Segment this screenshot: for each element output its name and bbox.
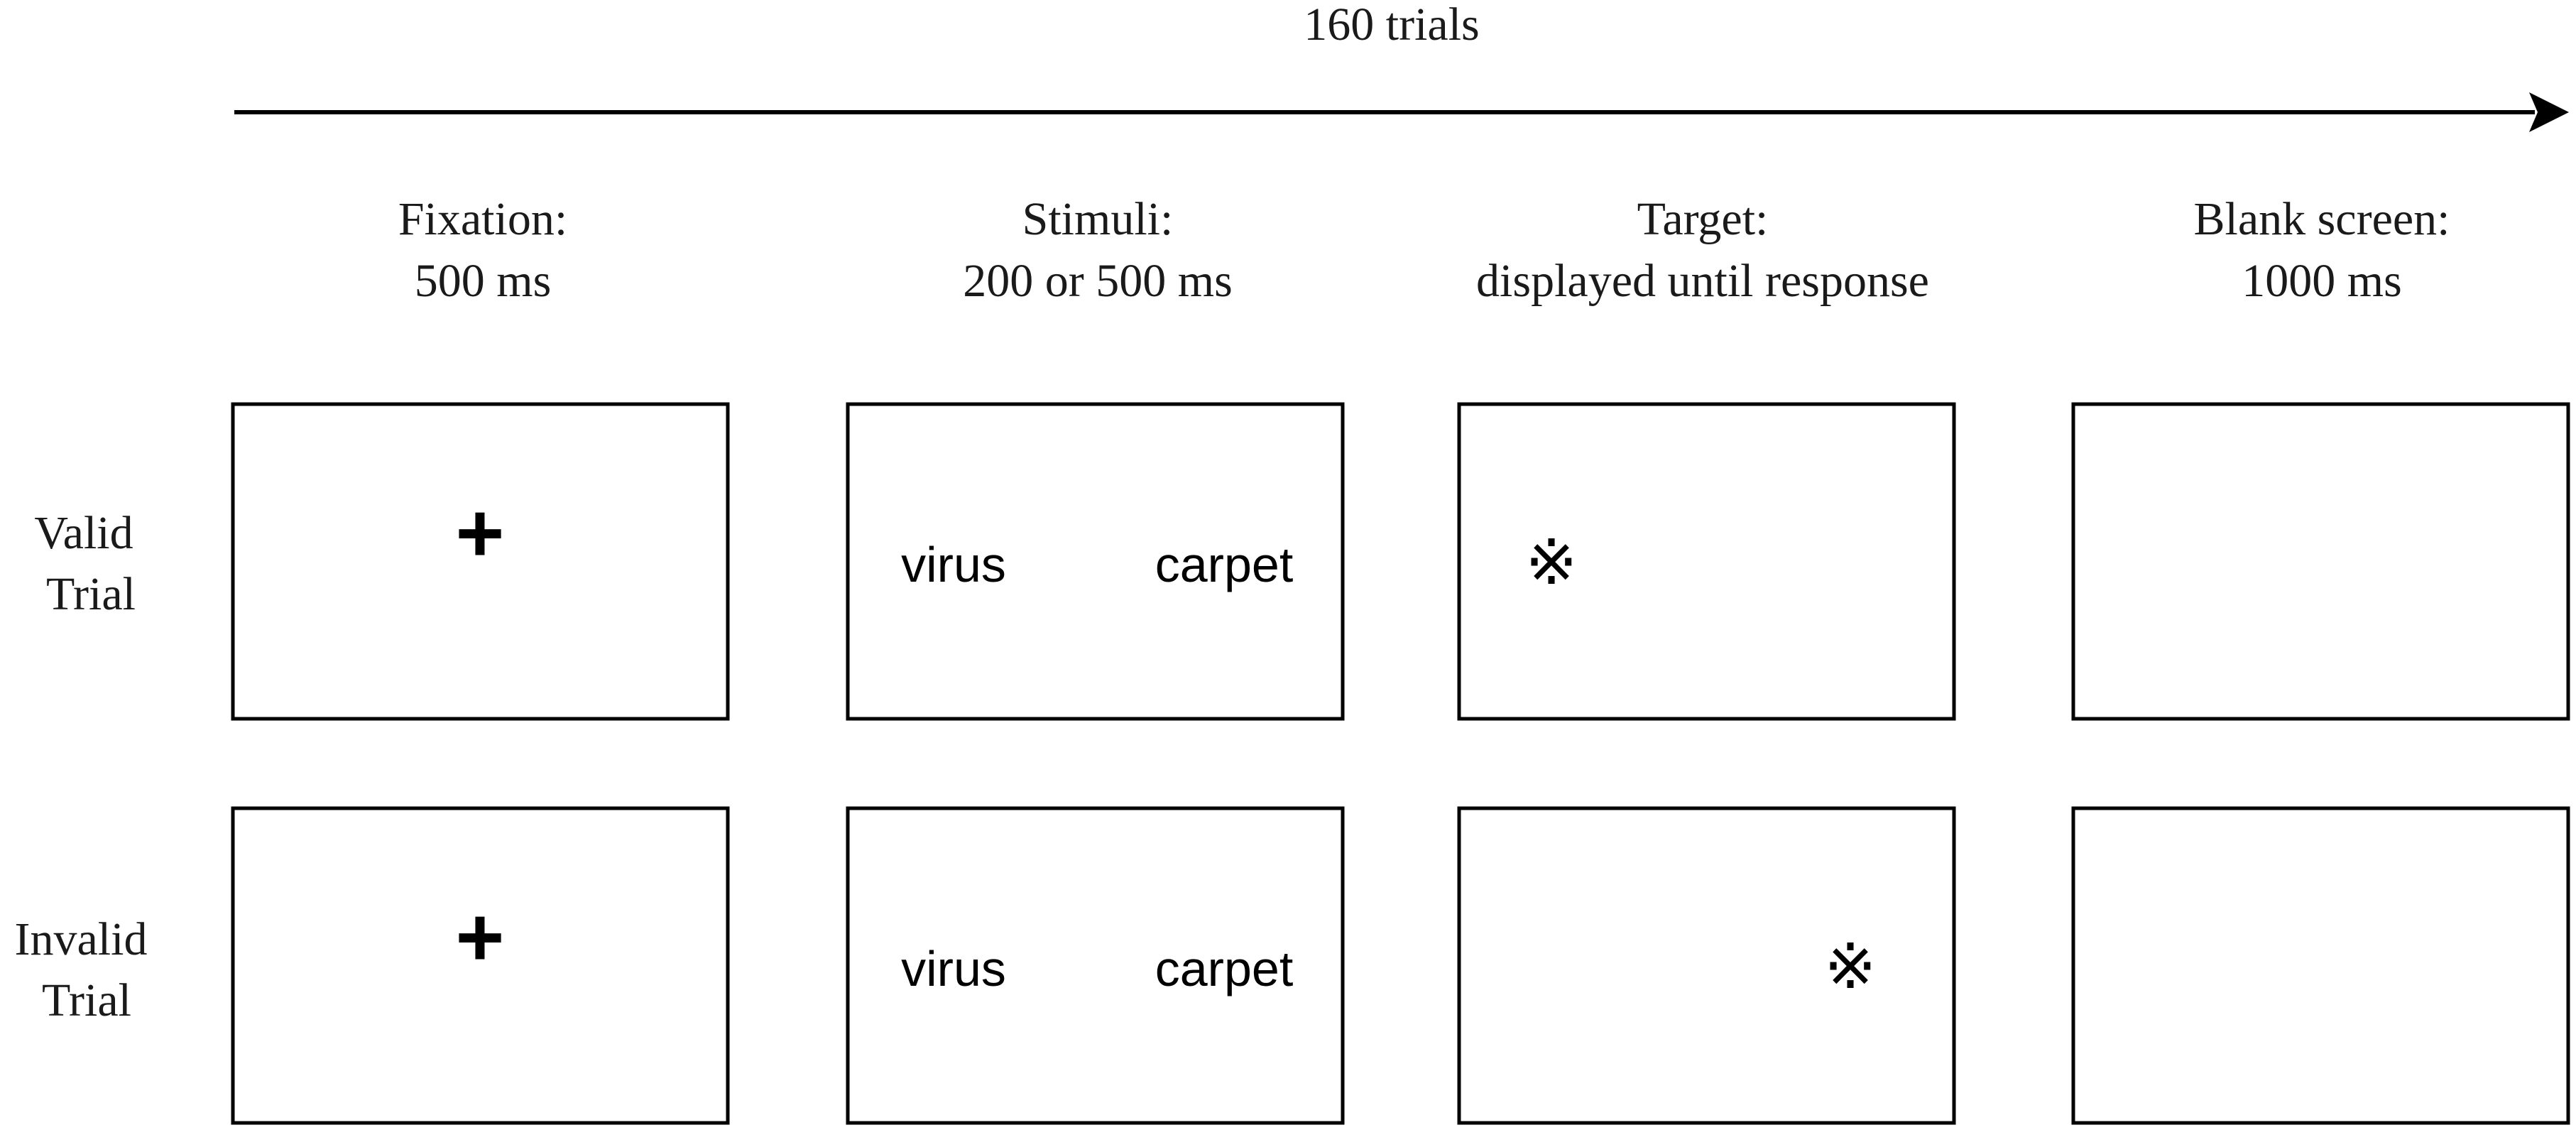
- phase-headers: Fixation: 500 ms Stimuli: 200 or 500 ms …: [398, 193, 2450, 307]
- phase-stimuli-duration: 200 or 500 ms: [963, 255, 1233, 307]
- fixation-screen: [231, 806, 730, 1125]
- fixation-screen: [231, 402, 730, 721]
- stimulus-left-word: virus: [901, 941, 1006, 996]
- phase-fixation-duration: 500 ms: [415, 255, 552, 307]
- timeline-label: 160 trials: [1304, 0, 1479, 50]
- target-screen: [1457, 402, 1956, 721]
- phase-blank-title: Blank screen:: [2193, 193, 2450, 245]
- phase-target-duration: displayed until response: [1476, 255, 1929, 307]
- phase-fixation-title: Fixation:: [398, 193, 567, 245]
- fixation-cross-icon: +: [456, 487, 505, 580]
- target-reference-mark-icon: ※: [1824, 931, 1877, 1001]
- row-label-line1: Invalid: [15, 913, 148, 965]
- stimulus-right-word: carpet: [1155, 941, 1294, 996]
- stimulus-left-word: virus: [901, 537, 1006, 592]
- row-label-line1: Valid: [34, 507, 133, 559]
- row-label-line2: Trial: [46, 568, 136, 620]
- stimuli-screen: [846, 806, 1345, 1125]
- phase-blank-duration: 1000 ms: [2242, 255, 2402, 307]
- row-label-line2: Trial: [42, 974, 131, 1026]
- timeline: 160 trials: [234, 0, 2569, 132]
- valid-trial-row: Valid Trial + virus carpet ※: [34, 402, 2570, 721]
- fixation-cross-icon: +: [456, 891, 505, 984]
- phase-stimuli-title: Stimuli:: [1022, 193, 1174, 245]
- phase-target-title: Target:: [1637, 193, 1769, 245]
- target-reference-mark-icon: ※: [1525, 527, 1578, 597]
- invalid-trial-row: Invalid Trial + virus carpet ※: [15, 806, 2570, 1125]
- blank-screen: [2071, 402, 2570, 721]
- target-screen: [1457, 806, 1956, 1125]
- blank-screen: [2071, 806, 2570, 1125]
- stimuli-screen: [846, 402, 1345, 721]
- stimulus-right-word: carpet: [1155, 537, 1294, 592]
- timeline-arrowhead-icon: [2529, 92, 2569, 132]
